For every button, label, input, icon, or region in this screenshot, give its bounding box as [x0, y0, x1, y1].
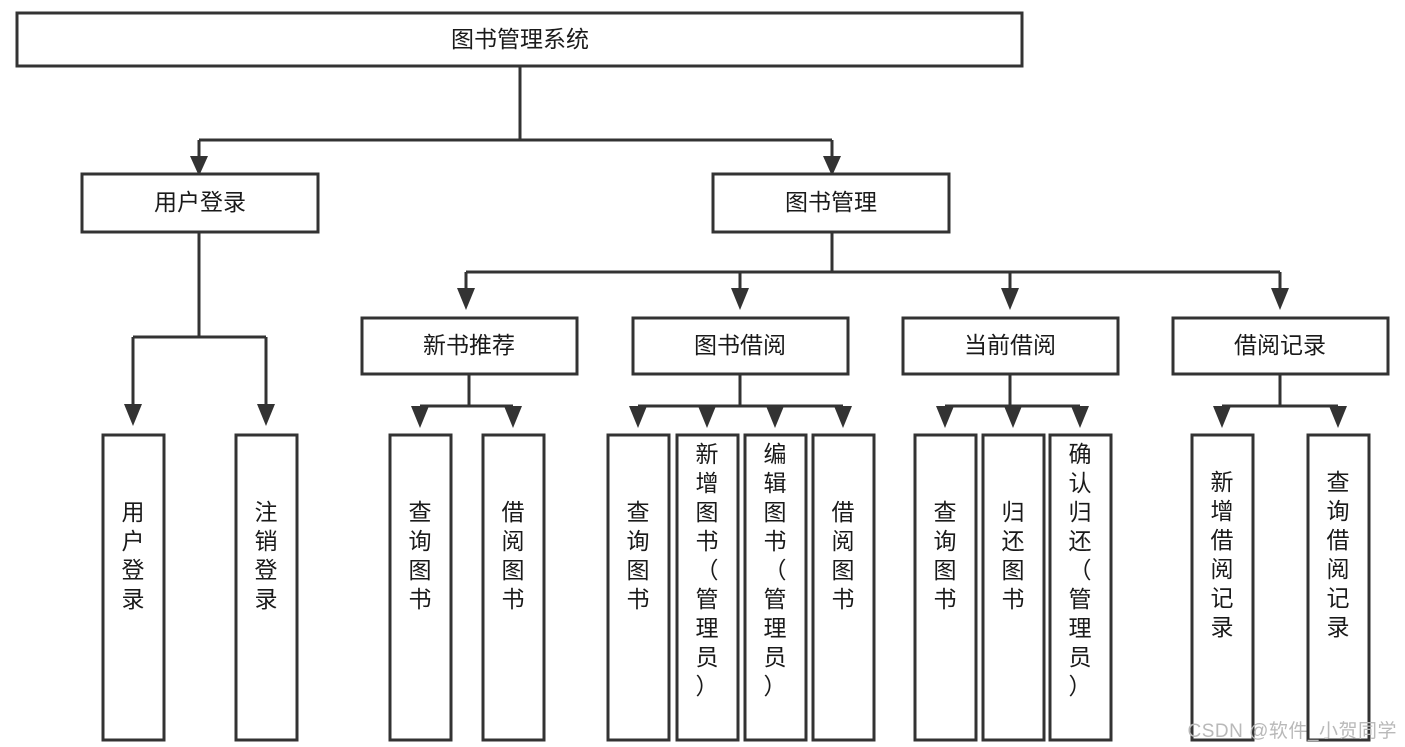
arrow-cb-leaf-3 — [1071, 406, 1089, 428]
connector-group-new-book-recommend — [411, 374, 522, 428]
node-leaf-borrow-book-1[interactable]: 借阅图书 — [481, 433, 546, 742]
node-root[interactable]: 图书管理系统 — [15, 11, 1024, 68]
node-leaf-query-record-label: 查询借阅记录 — [1327, 469, 1350, 640]
node-leaf-borrow-book-1-box[interactable] — [481, 433, 546, 742]
connector-group-borrow-record — [1213, 374, 1347, 428]
arrow-bb-leaf-3 — [766, 406, 784, 428]
arrow-br-leaf-2 — [1329, 406, 1347, 428]
node-leaf-borrow-book-2-label: 借阅图书 — [832, 499, 855, 612]
node-leaf-borrow-book-2-box[interactable] — [811, 433, 876, 742]
arrow-bm-to-new-book-recommend — [457, 288, 475, 310]
node-new-book-recommend-label: 新书推荐 — [423, 332, 515, 358]
arrow-bb-leaf-4 — [834, 406, 852, 428]
node-leaf-edit-book[interactable]: 编辑图书（管理员） — [743, 433, 808, 742]
arrow-bb-leaf-2 — [698, 406, 716, 428]
connector-group-root — [190, 66, 841, 176]
arrow-bm-to-book-borrow — [731, 288, 749, 310]
node-leaf-query-book-1-label: 查询图书 — [409, 499, 432, 612]
node-leaf-edit-book-box[interactable] — [743, 433, 808, 742]
node-leaf-add-book-box[interactable] — [675, 433, 740, 742]
node-book-borrow-box[interactable] — [631, 316, 850, 376]
node-leaf-edit-book-label: 编辑图书（管理员） — [764, 441, 787, 699]
node-leaf-query-book-3-label: 查询图书 — [934, 499, 957, 612]
arrow-nbr-leaf-1 — [411, 406, 429, 428]
arrow-cb-leaf-1 — [936, 406, 954, 428]
node-borrow-record[interactable]: 借阅记录 — [1171, 316, 1390, 376]
node-borrow-record-label: 借阅记录 — [1234, 332, 1326, 358]
node-root-label: 图书管理系统 — [451, 26, 589, 52]
node-book-manage-label: 图书管理 — [785, 189, 877, 215]
node-leaf-query-book-1[interactable]: 查询图书 — [388, 433, 453, 742]
node-current-borrow-label: 当前借阅 — [964, 332, 1056, 358]
node-leaf-query-book-1-box[interactable] — [388, 433, 453, 742]
node-leaf-user-logout-box[interactable] — [234, 433, 299, 742]
arrow-user-login-leaf-1 — [124, 404, 142, 426]
node-leaf-borrow-book-2[interactable]: 借阅图书 — [811, 433, 876, 742]
node-leaf-query-record[interactable]: 查询借阅记录 — [1306, 433, 1371, 742]
node-leaf-borrow-book-1-label: 借阅图书 — [502, 499, 525, 612]
node-leaf-return-book-label: 归还图书 — [1002, 499, 1025, 612]
node-leaf-query-book-2-box[interactable] — [606, 433, 671, 742]
node-new-book-recommend[interactable]: 新书推荐 — [360, 316, 579, 376]
csdn-watermark: CSDN @软件_小贺同学 — [1187, 721, 1397, 742]
node-book-borrow-label: 图书借阅 — [694, 332, 786, 358]
node-leaf-user-logout-label: 注销登录 — [255, 499, 278, 612]
node-new-book-recommend-box[interactable] — [360, 316, 579, 376]
node-leaf-query-book-2[interactable]: 查询图书 — [606, 433, 671, 742]
connector-group-user-login — [124, 232, 275, 426]
node-leaf-query-book-2-label: 查询图书 — [627, 499, 650, 612]
arrow-bb-leaf-1 — [629, 406, 647, 428]
arrow-cb-leaf-2 — [1004, 406, 1022, 428]
connector-group-book-borrow — [629, 374, 852, 428]
node-current-borrow[interactable]: 当前借阅 — [901, 316, 1120, 376]
node-book-borrow[interactable]: 图书借阅 — [631, 316, 850, 376]
node-book-manage[interactable]: 图书管理 — [711, 172, 951, 234]
node-leaf-add-book[interactable]: 新增图书（管理员） — [675, 433, 740, 742]
arrow-br-leaf-1 — [1213, 406, 1231, 428]
node-leaf-user-login[interactable]: 用户登录 — [101, 433, 166, 742]
node-leaf-return-book[interactable]: 归还图书 — [981, 433, 1046, 742]
node-leaf-add-record-label: 新增借阅记录 — [1211, 469, 1234, 640]
node-book-manage-box[interactable] — [711, 172, 951, 234]
node-leaf-query-book-3-box[interactable] — [913, 433, 978, 742]
node-leaf-user-logout[interactable]: 注销登录 — [234, 433, 299, 742]
node-user-login[interactable]: 用户登录 — [80, 172, 320, 234]
node-current-borrow-box[interactable] — [901, 316, 1120, 376]
node-user-login-box[interactable] — [80, 172, 320, 234]
node-leaf-user-login-box[interactable] — [101, 433, 166, 742]
arrow-root-to-user-login — [190, 156, 208, 176]
arrow-bm-to-current-borrow — [1001, 288, 1019, 310]
node-leaf-confirm-return-label: 确认归还（管理员） — [1069, 441, 1092, 699]
arrow-user-login-leaf-2 — [257, 404, 275, 426]
node-leaf-confirm-return[interactable]: 确认归还（管理员） — [1048, 433, 1113, 742]
node-leaf-add-record-box[interactable] — [1190, 433, 1255, 742]
node-leaf-return-book-box[interactable] — [981, 433, 1046, 742]
connector-group-current-borrow — [936, 374, 1089, 428]
connector-group-book-manage — [457, 232, 1289, 310]
arrow-bm-to-borrow-record — [1271, 288, 1289, 310]
node-root-box[interactable] — [15, 11, 1024, 68]
node-leaf-user-login-label: 用户登录 — [122, 499, 145, 612]
node-leaf-confirm-return-box[interactable] — [1048, 433, 1113, 742]
node-leaf-add-book-label: 新增图书（管理员） — [696, 441, 719, 699]
arrow-nbr-leaf-2 — [504, 406, 522, 428]
node-leaf-query-record-box[interactable] — [1306, 433, 1371, 742]
node-user-login-label: 用户登录 — [154, 189, 246, 215]
node-leaf-add-record[interactable]: 新增借阅记录 — [1190, 433, 1255, 742]
arrow-root-to-book-manage — [823, 156, 841, 176]
node-borrow-record-box[interactable] — [1171, 316, 1390, 376]
node-leaf-query-book-3[interactable]: 查询图书 — [913, 433, 978, 742]
